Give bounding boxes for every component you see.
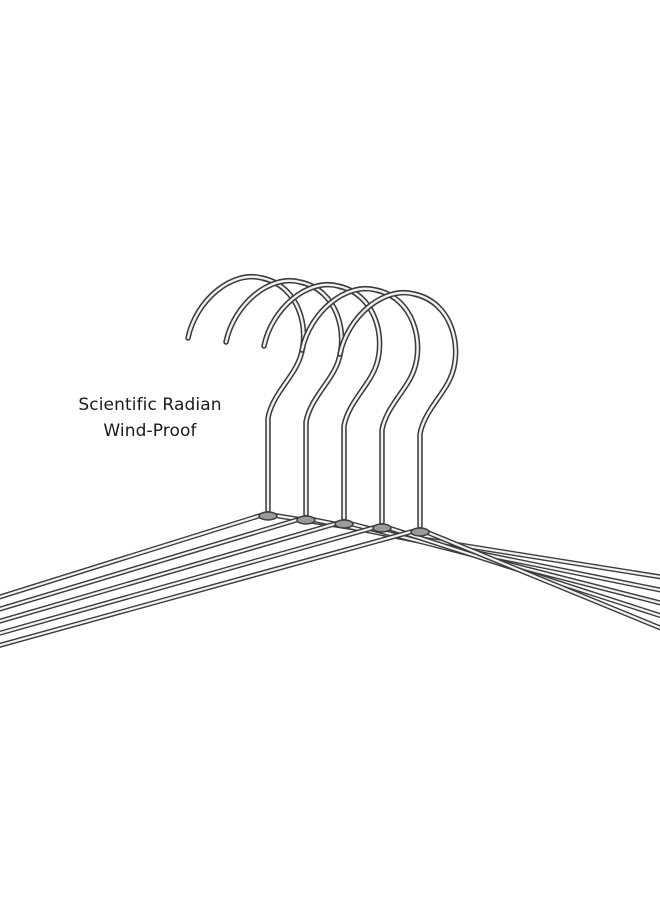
hanger-2-hook-shadow (223, 277, 345, 517)
hanger-2-joint (296, 515, 316, 525)
product-caption: Scientific Radian Wind-Proof (40, 392, 260, 444)
hanger-4-left-arm-highlight (0, 525, 378, 635)
hanger-3-left-arm-highlight (0, 521, 340, 623)
hanger-1-hook-shadow (185, 273, 307, 513)
hanger-4-right-arm-highlight (384, 525, 660, 617)
caption-line-1: Scientific Radian (78, 395, 222, 415)
hanger-2-hook-highlight (224, 279, 343, 516)
hanger-1-hook-highlight (186, 275, 305, 512)
hanger-5-joint (410, 527, 430, 537)
hanger-5-left-arm-highlight (0, 529, 416, 647)
hanger-4-joint (372, 523, 392, 533)
hanger-2-left-arm-highlight (0, 517, 302, 611)
hanger-4-hook-shadow (299, 285, 421, 525)
hanger-3-hook-shadow (261, 281, 383, 521)
hanger-3-joint (334, 519, 354, 529)
hanger-1-joint (258, 511, 278, 521)
hanger-3-hook-highlight (262, 283, 381, 520)
hanger-4-hook-highlight (300, 287, 419, 524)
hanger-1-left-arm-highlight (0, 513, 264, 599)
caption-line-2: Wind-Proof (103, 421, 197, 441)
hanger-5-hook-highlight (338, 291, 457, 528)
hanger-5-hook-shadow (337, 289, 459, 529)
hanger-5-right-arm-highlight (422, 529, 660, 629)
